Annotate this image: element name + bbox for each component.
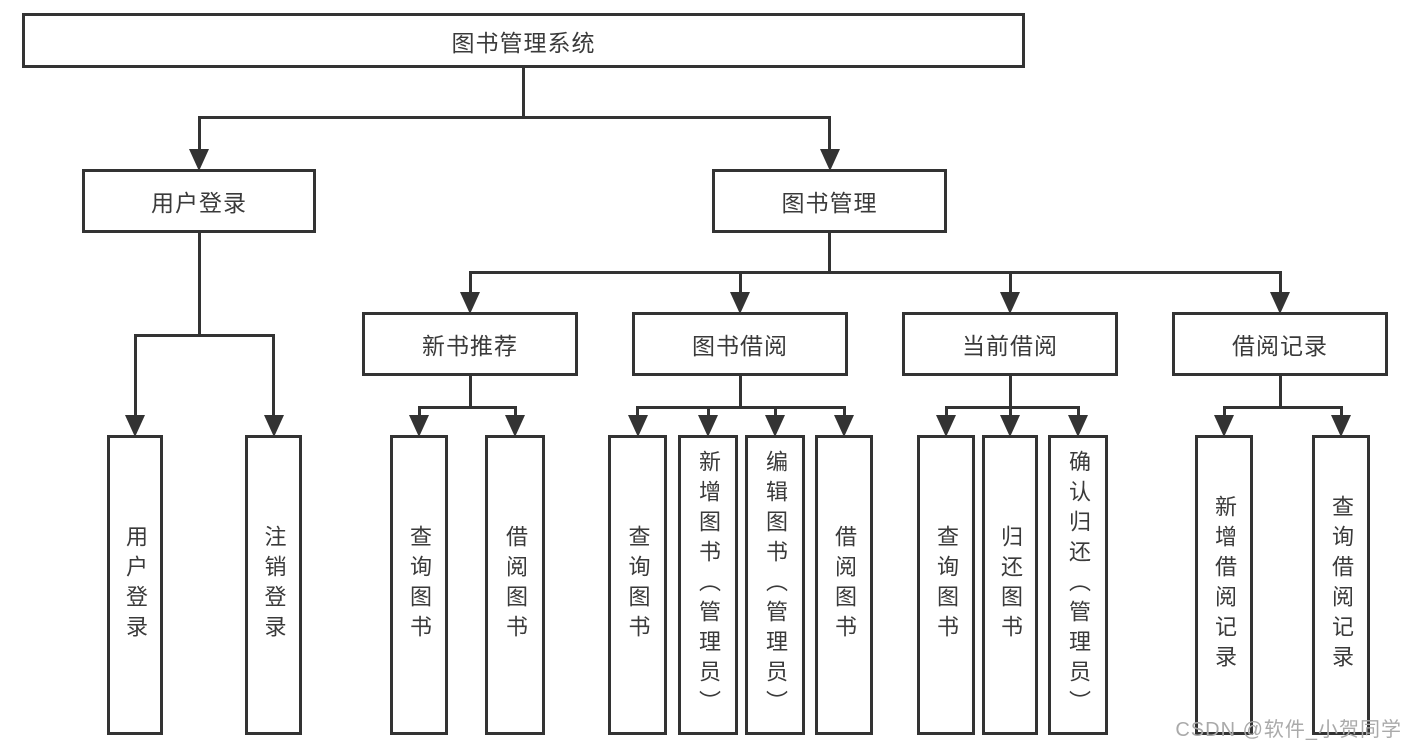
connector-branch — [636, 405, 846, 409]
node-leaf-edit-book: 编辑图书（管理员） — [745, 435, 805, 735]
node-book-borrow: 图书借阅 — [632, 312, 848, 376]
arrowhead-down-icon — [765, 415, 785, 437]
node-leaf-confirm-return: 确认归还（管理员） — [1048, 435, 1108, 735]
connector-drop — [133, 335, 137, 423]
arrowhead-down-icon — [936, 415, 956, 437]
node-label: 编辑图书（管理员） — [763, 450, 788, 720]
connector-drop — [468, 272, 472, 300]
connector-stem — [738, 374, 742, 409]
arrowhead-down-icon — [505, 415, 525, 437]
arrowhead-down-icon — [627, 415, 648, 437]
connector-branch — [944, 405, 1080, 409]
arrowhead-down-icon — [1331, 415, 1351, 437]
connector-drop — [1278, 272, 1282, 300]
arrowhead-down-icon — [1270, 292, 1290, 314]
node-book-mgmt: 图书管理 — [712, 169, 947, 233]
node-label: 注销登录 — [261, 525, 287, 645]
arrowhead-down-icon — [698, 415, 718, 437]
node-leaf-add-book: 新增图书（管理员） — [678, 435, 738, 735]
node-label: 用户登录 — [151, 190, 247, 216]
connector-stem — [1278, 374, 1282, 409]
node-label: 确认归还（管理员） — [1066, 450, 1091, 720]
node-label: 借阅记录 — [1232, 333, 1328, 359]
csdn-watermark: CSDN @软件_小贺同学 — [1175, 719, 1402, 741]
node-label: 借阅图书 — [832, 525, 857, 645]
node-leaf-query-book-2: 查询图书 — [608, 435, 667, 735]
connector-drop — [272, 335, 275, 423]
node-user-login: 用户登录 — [82, 169, 316, 233]
node-leaf-add-record: 新增借阅记录 — [1195, 435, 1253, 735]
connector-drop — [197, 117, 201, 157]
node-label: 新书推荐 — [422, 333, 518, 359]
node-label: 图书管理 — [781, 190, 878, 216]
arrowhead-down-icon — [1000, 292, 1020, 314]
arrowhead-down-icon — [460, 292, 480, 314]
arrowhead-down-icon — [189, 149, 209, 171]
connector-drop — [828, 117, 831, 157]
node-label: 查询图书 — [934, 525, 959, 645]
connector-branch — [197, 115, 831, 119]
node-label: 查询图书 — [407, 525, 432, 645]
arrowhead-down-icon — [819, 149, 840, 171]
node-leaf-return-book: 归还图书 — [982, 435, 1038, 735]
node-current-borrow: 当前借阅 — [902, 312, 1118, 376]
node-label: 查询图书 — [625, 525, 651, 645]
node-new-book-rec: 新书推荐 — [362, 312, 578, 376]
arrowhead-down-icon — [730, 292, 750, 314]
node-leaf-query-book-3: 查询图书 — [917, 435, 975, 735]
node-leaf-logout: 注销登录 — [245, 435, 302, 735]
arrowhead-down-icon — [834, 415, 854, 437]
connector-branch — [133, 333, 275, 337]
connector-stem — [1008, 374, 1012, 409]
node-label: 新增借阅记录 — [1212, 495, 1237, 675]
node-label: 查询借阅记录 — [1329, 495, 1354, 675]
connector-stem — [468, 374, 472, 409]
arrowhead-down-icon — [263, 415, 284, 437]
node-label: 图书管理系统 — [451, 29, 596, 56]
node-system: 图书管理系统 — [22, 13, 1025, 68]
connector-branch — [1222, 405, 1343, 409]
node-label: 借阅图书 — [503, 525, 528, 645]
arrowhead-down-icon — [409, 415, 429, 437]
node-leaf-user-login: 用户登录 — [107, 435, 163, 735]
node-label: 新增图书（管理员） — [696, 450, 721, 720]
connector-stem — [522, 66, 525, 119]
node-leaf-borrow-book-2: 借阅图书 — [815, 435, 873, 735]
node-leaf-query-record: 查询借阅记录 — [1312, 435, 1370, 735]
connector-branch — [468, 270, 1282, 274]
arrowhead-down-icon — [1214, 415, 1234, 437]
arrowhead-down-icon — [1000, 415, 1020, 437]
node-leaf-borrow-book-1: 借阅图书 — [485, 435, 545, 735]
node-label: 当前借阅 — [962, 333, 1058, 359]
connector-stem — [197, 231, 201, 337]
node-borrow-records: 借阅记录 — [1172, 312, 1388, 376]
node-label: 用户登录 — [123, 525, 148, 645]
node-label: 图书借阅 — [692, 333, 788, 359]
connector-drop — [1008, 272, 1012, 300]
connector-drop — [738, 272, 742, 300]
node-leaf-query-book-1: 查询图书 — [390, 435, 448, 735]
arrowhead-down-icon — [125, 415, 145, 437]
connector-branch — [417, 405, 517, 409]
node-label: 归还图书 — [998, 525, 1023, 645]
arrowhead-down-icon — [1068, 415, 1088, 437]
connector-stem — [828, 231, 831, 274]
